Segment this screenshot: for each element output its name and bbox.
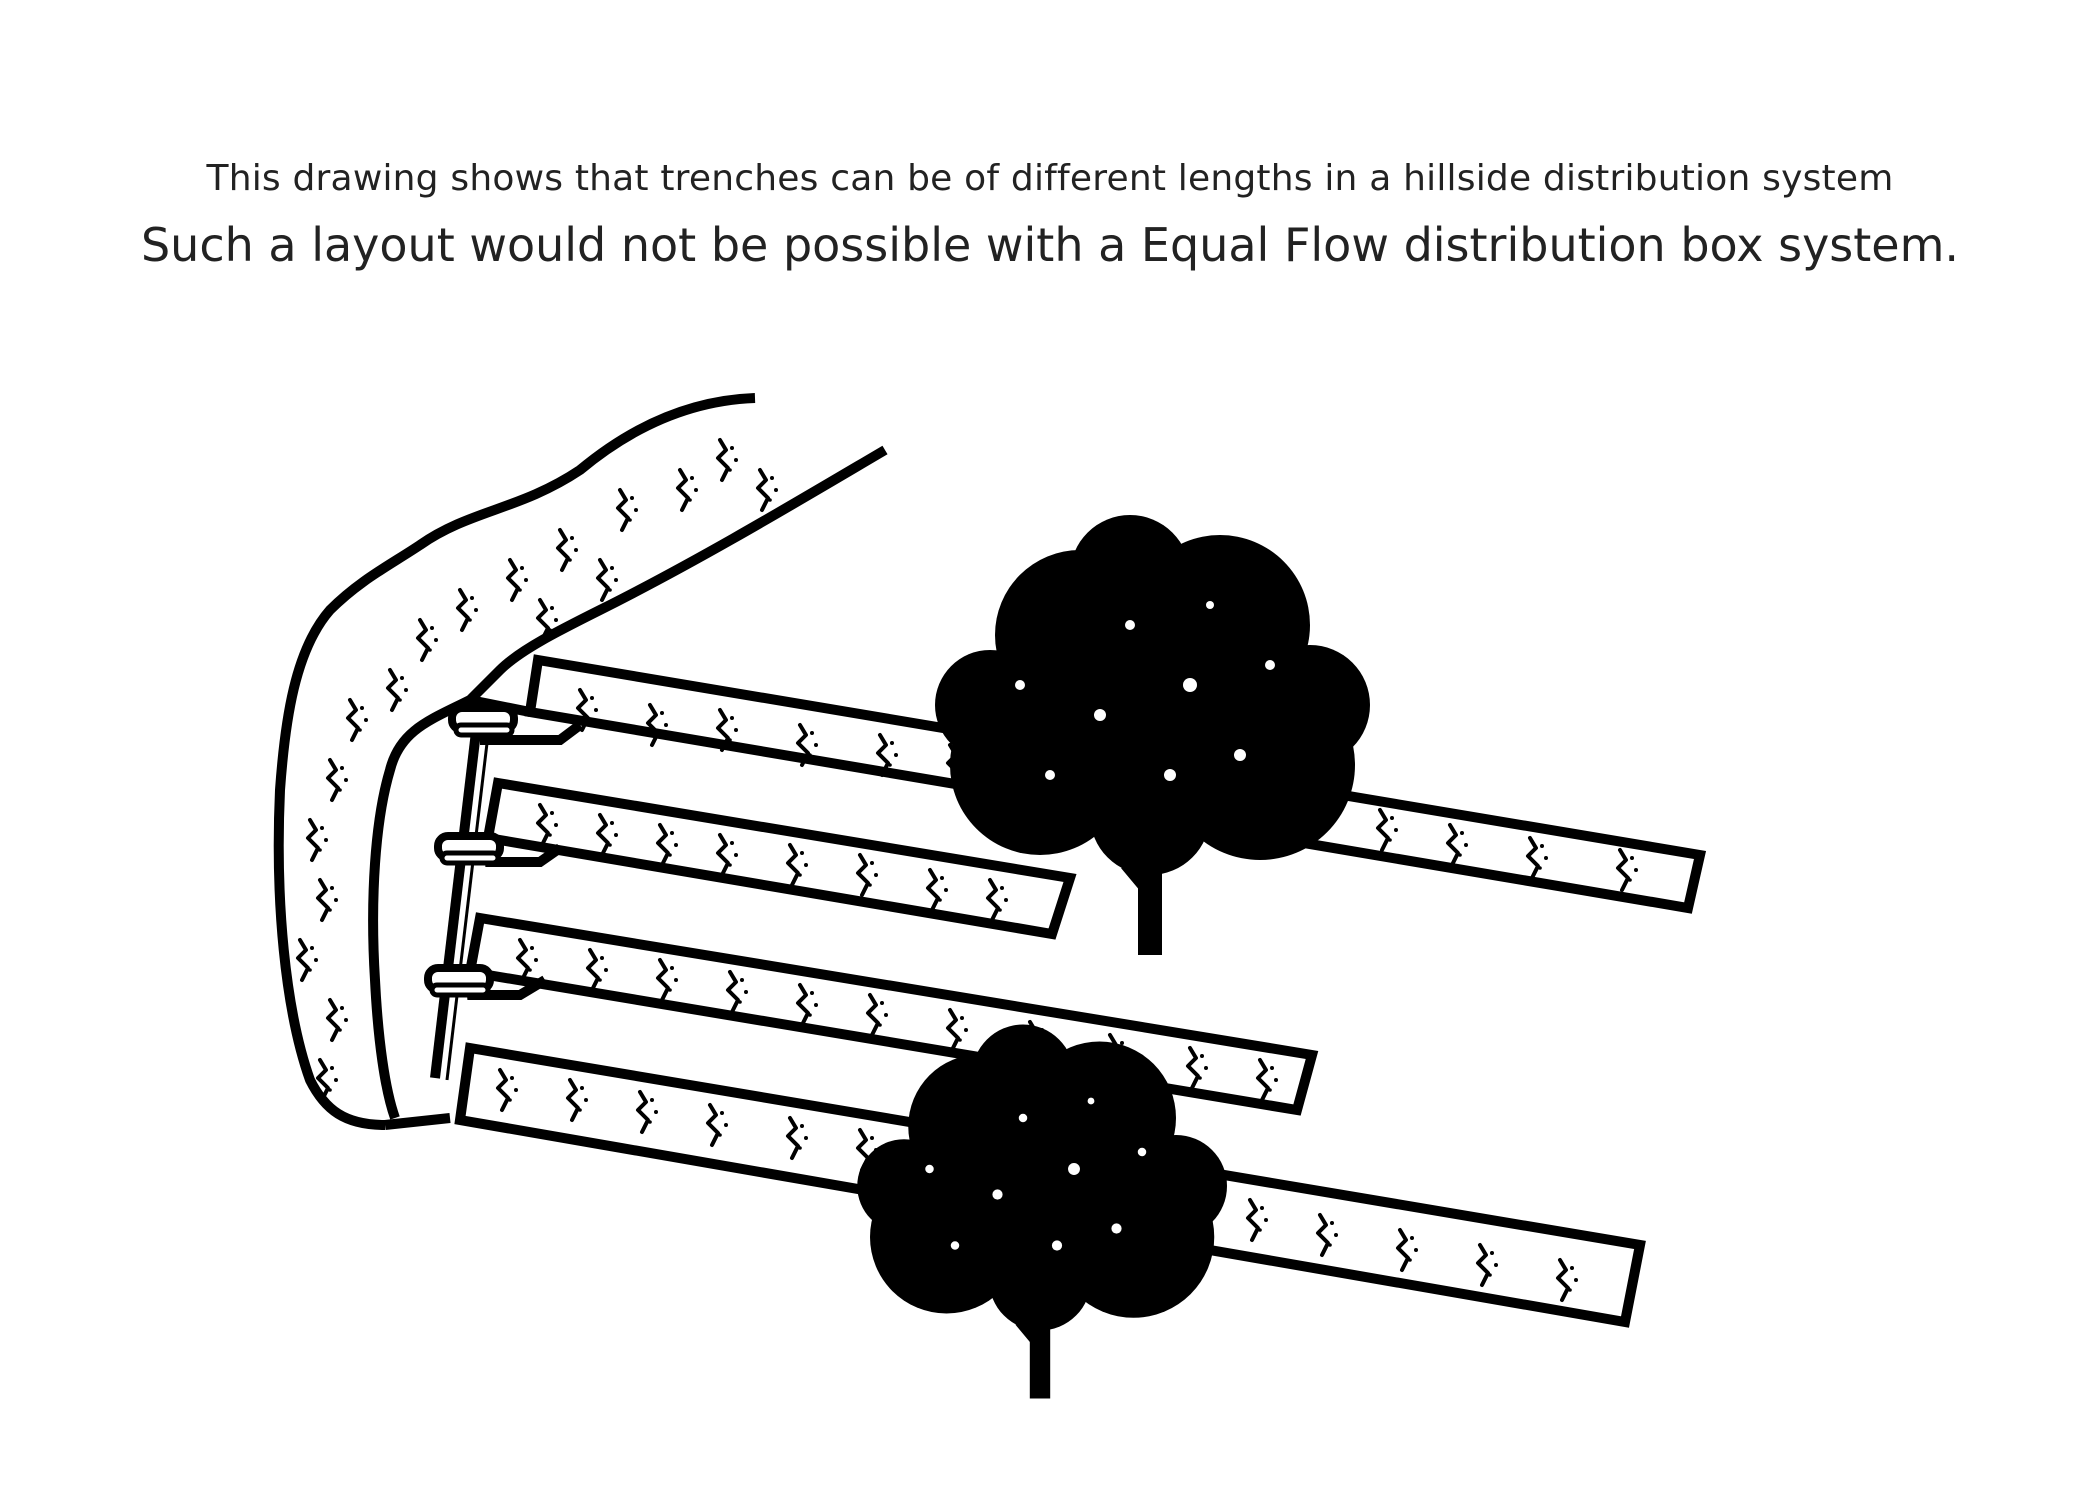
hillside-slope xyxy=(273,393,888,1130)
caption-line-1: This drawing shows that trenches can be … xyxy=(206,158,1894,199)
distribution-valve-icon xyxy=(424,964,494,998)
distribution-valve-icon xyxy=(434,832,504,866)
distribution-valve-icon xyxy=(448,704,518,738)
caption-line-2: Such a layout would not be possible with… xyxy=(140,218,1960,272)
manifold-pipe xyxy=(430,714,492,1081)
